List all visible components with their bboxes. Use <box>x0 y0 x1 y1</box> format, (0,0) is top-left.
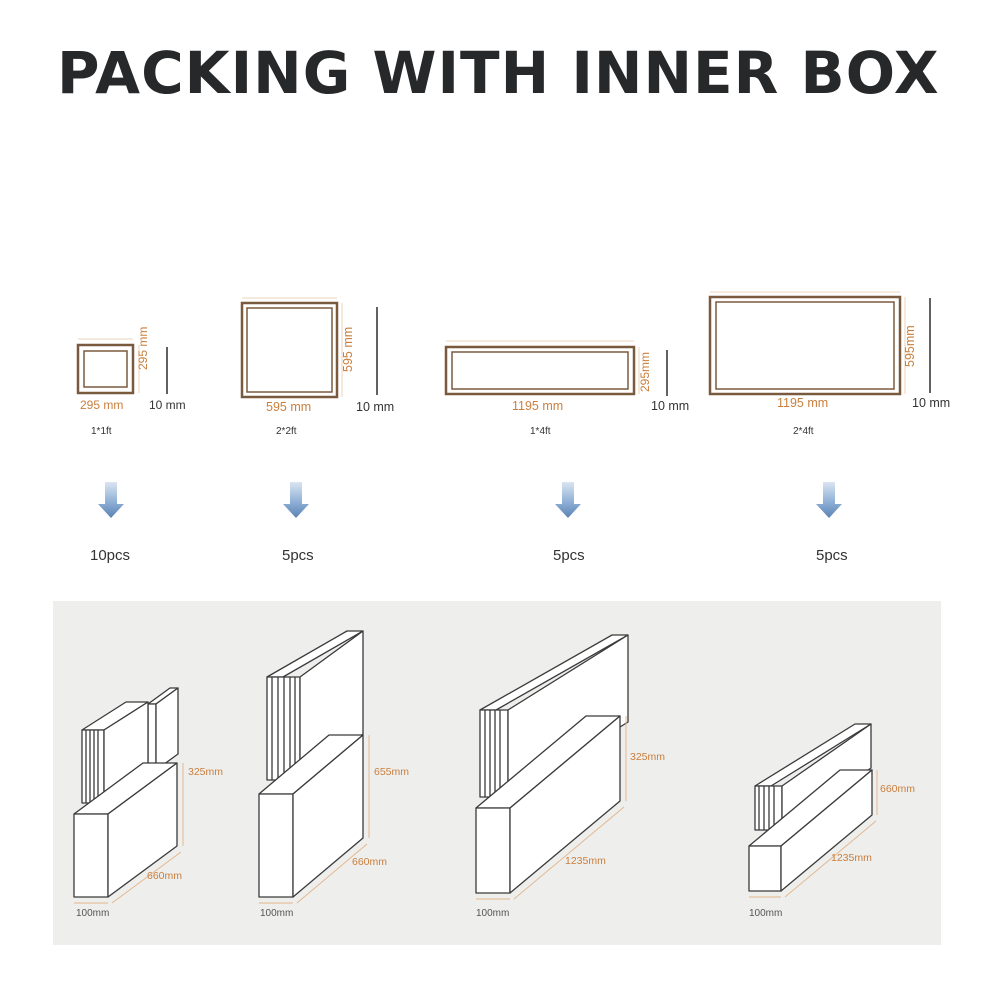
box-3-height-label: 325mm <box>630 751 666 763</box>
panel-1-size-label: 1*1ft <box>91 426 112 437</box>
panel-3-width-label: 1195 mm <box>512 399 564 413</box>
box-2-height-label: 655mm <box>374 766 410 778</box>
box-4-height-label: 660mm <box>880 783 916 795</box>
panel-3-thickness-label: 10 mm <box>651 399 690 413</box>
box-4-length-label: 1235mm <box>831 852 872 864</box>
box-2-depth-label: 100mm <box>260 908 294 919</box>
box-1-inner-box <box>73 687 179 898</box>
panel-drawings <box>76 291 931 518</box>
panel-1-count-label: 10pcs <box>90 547 131 564</box>
panel-4-thickness-label: 10 mm <box>912 396 951 410</box>
panel-1-thickness-label: 10 mm <box>149 398 186 412</box>
box-3-length-label: 1235mm <box>565 855 606 867</box>
panel-3-size-label: 1*4ft <box>530 426 551 437</box>
arrow-down-icon <box>816 482 842 518</box>
panel-1-width-label: 295 mm <box>80 398 124 412</box>
panel-2-thickness-label: 10 mm <box>356 400 395 414</box>
arrow-down-icon <box>555 482 581 518</box>
panel-1x4-frame <box>444 345 636 396</box>
box-3-inner-box <box>475 634 629 894</box>
box-2-length-label: 660mm <box>352 856 388 868</box>
panel-4-count-label: 5pcs <box>816 547 848 564</box>
panel-4-size-label: 2*4ft <box>793 426 814 437</box>
box-4-depth-label: 100mm <box>749 908 783 919</box>
panel-4-width-label: 1195 mm <box>777 396 829 410</box>
box-1-length-label: 660mm <box>147 870 183 882</box>
panel-1x1-frame <box>76 343 135 395</box>
box-4-inner-box <box>748 723 873 892</box>
panel-2x2-frame <box>240 301 339 399</box>
panel-2x4-frame <box>708 295 902 396</box>
box-3-depth-label: 100mm <box>476 908 510 919</box>
panel-2-width-label: 595 mm <box>266 400 312 414</box>
box-1-height-label: 325mm <box>188 766 224 778</box>
page-title: PACKING WITH INNER BOX <box>57 39 940 107</box>
panel-2-size-label: 2*2ft <box>276 426 297 437</box>
arrow-down-icon <box>98 482 124 518</box>
arrow-down-icon <box>283 482 309 518</box>
panel-2-count-label: 5pcs <box>282 547 314 564</box>
panel-3-count-label: 5pcs <box>553 547 585 564</box>
box-2-inner-box <box>258 630 364 898</box>
box-1-depth-label: 100mm <box>76 908 110 919</box>
